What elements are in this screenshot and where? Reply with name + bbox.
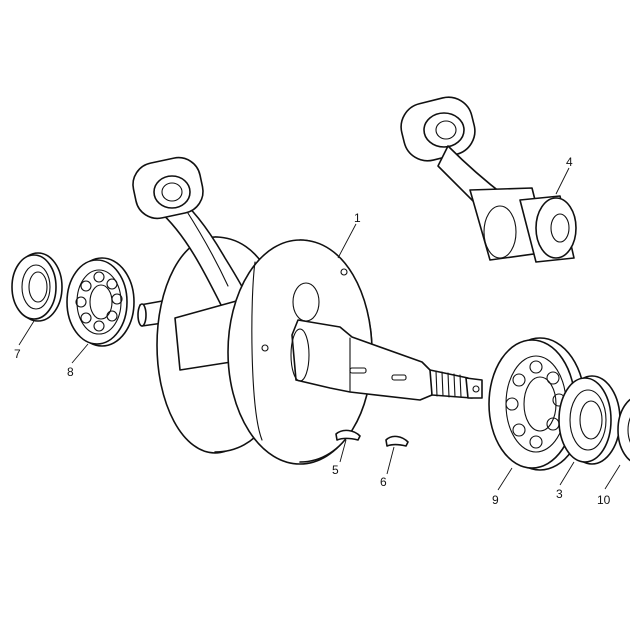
crankshaft — [132, 156, 483, 465]
callout-7: 7 — [14, 347, 21, 361]
oil-seal-right — [558, 375, 621, 465]
callout-3: 3 — [556, 487, 563, 501]
key-6 — [385, 435, 409, 447]
callout-4: 4 — [566, 155, 573, 169]
callout-9: 9 — [492, 493, 499, 507]
key-5 — [335, 429, 361, 441]
bearing-left — [66, 257, 135, 347]
callout-8: 8 — [67, 365, 74, 379]
oil-seal-left — [11, 252, 63, 322]
connecting-rod — [400, 96, 577, 263]
ring-right — [617, 398, 630, 462]
leader-lines — [18, 167, 621, 491]
callout-5: 5 — [332, 463, 339, 477]
callout-10: 10 — [597, 493, 611, 507]
callout-1: 1 — [354, 211, 361, 225]
callout-6: 6 — [380, 475, 387, 489]
